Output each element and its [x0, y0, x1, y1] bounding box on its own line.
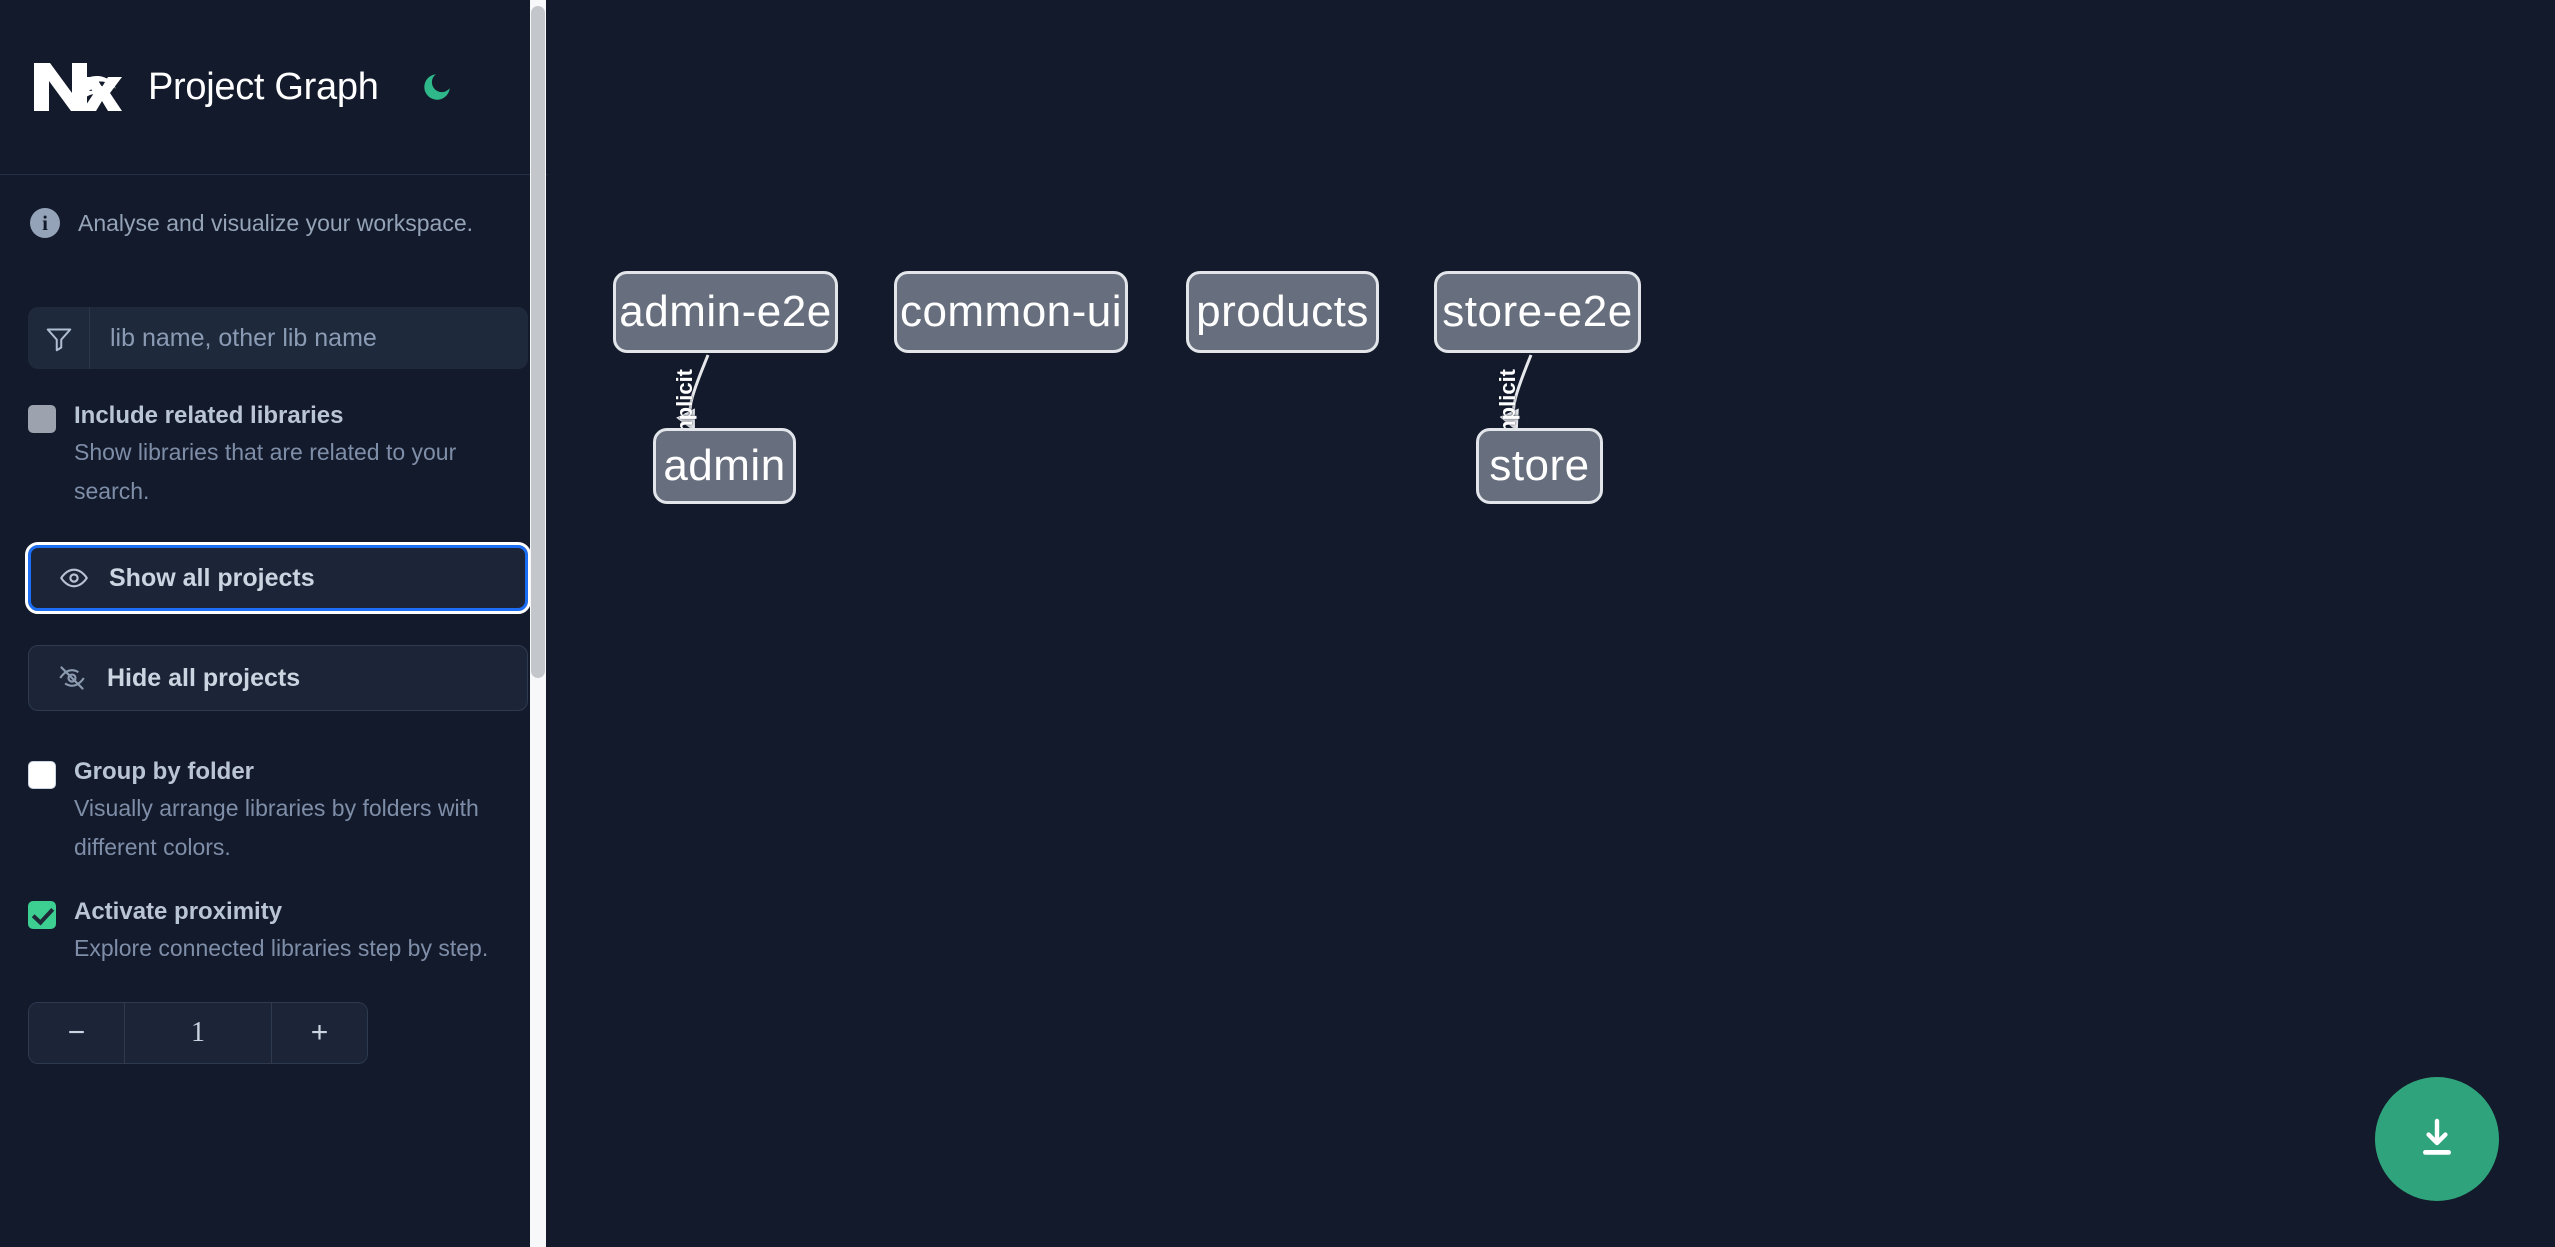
- stepper-decrement-button[interactable]: −: [29, 1003, 125, 1063]
- page-title: Project Graph: [148, 65, 379, 108]
- proximity-stepper-wrap: − 1 +: [0, 1002, 556, 1064]
- checkbox-label-group-by-folder: Group by folder: [74, 758, 254, 785]
- moon-icon[interactable]: [415, 65, 459, 109]
- checkbox-label-include-related-libraries: Include related libraries: [74, 402, 344, 429]
- graph-node-admin-e2e[interactable]: admin-e2e: [613, 271, 838, 353]
- nx-logo-icon: [30, 59, 126, 115]
- hide-all-projects-button[interactable]: Hide all projects: [28, 645, 528, 711]
- graph-node-admin[interactable]: admin: [653, 428, 796, 504]
- stepper-increment-button[interactable]: +: [271, 1003, 367, 1063]
- graph-node-products[interactable]: products: [1186, 271, 1379, 353]
- proximity-stepper: − 1 +: [28, 1002, 368, 1064]
- show-all-projects-button[interactable]: Show all projects: [25, 542, 531, 614]
- search-input[interactable]: [90, 307, 528, 369]
- checkbox-label-activate-proximity: Activate proximity: [74, 898, 283, 925]
- graph-node-store[interactable]: store: [1476, 428, 1603, 504]
- graph-edges: [676, 354, 1533, 432]
- checkbox-include-related-libraries[interactable]: [28, 405, 56, 433]
- download-button[interactable]: [2375, 1077, 2499, 1201]
- stepper-value: 1: [191, 1017, 205, 1048]
- search-section: [0, 307, 556, 369]
- show-all-projects-wrap: Show all projects: [0, 542, 556, 614]
- sidebar-header: Project Graph: [0, 0, 556, 175]
- graph-canvas[interactable]: implicit implicit admin-e2e common-ui pr…: [556, 0, 2555, 1247]
- sidebar-scrollbar-thumb[interactable]: [531, 6, 545, 678]
- workspace-info: i Analyse and visualize your workspace.: [0, 175, 556, 271]
- eye-slash-icon: [55, 663, 89, 693]
- checkbox-row-include-related-libraries[interactable]: Include related libraries Show libraries…: [0, 399, 556, 511]
- sidebar: Project Graph i Analyse and visualize yo…: [0, 0, 556, 1247]
- filter-funnel-icon[interactable]: [28, 307, 90, 369]
- graph-node-common-ui[interactable]: common-ui: [894, 271, 1128, 353]
- checkbox-desc-activate-proximity: Explore connected libraries step by step…: [74, 935, 489, 961]
- hide-all-projects-wrap: Hide all projects: [0, 645, 556, 711]
- checkbox-group-by-folder[interactable]: [28, 761, 56, 789]
- checkbox-row-group-by-folder[interactable]: Group by folder Visually arrange librari…: [0, 755, 556, 867]
- checkbox-row-activate-proximity[interactable]: Activate proximity Explore connected lib…: [0, 895, 556, 968]
- show-all-projects-label: Show all projects: [109, 563, 315, 592]
- search-box: [28, 307, 528, 369]
- eye-icon: [57, 563, 91, 593]
- graph-node-store-e2e[interactable]: store-e2e: [1434, 271, 1641, 353]
- workspace-info-text: Analyse and visualize your workspace.: [78, 209, 474, 236]
- checkbox-activate-proximity[interactable]: [28, 901, 56, 929]
- sidebar-divider: [548, 0, 556, 1247]
- download-icon: [2413, 1114, 2461, 1165]
- checkbox-desc-include-related-libraries: Show libraries that are related to your …: [74, 439, 457, 504]
- info-circle-icon: i: [30, 208, 60, 238]
- sidebar-scrollbar-track[interactable]: [530, 0, 546, 1247]
- checkbox-desc-group-by-folder: Visually arrange libraries by folders wi…: [74, 795, 479, 860]
- hide-all-projects-label: Hide all projects: [107, 663, 301, 692]
